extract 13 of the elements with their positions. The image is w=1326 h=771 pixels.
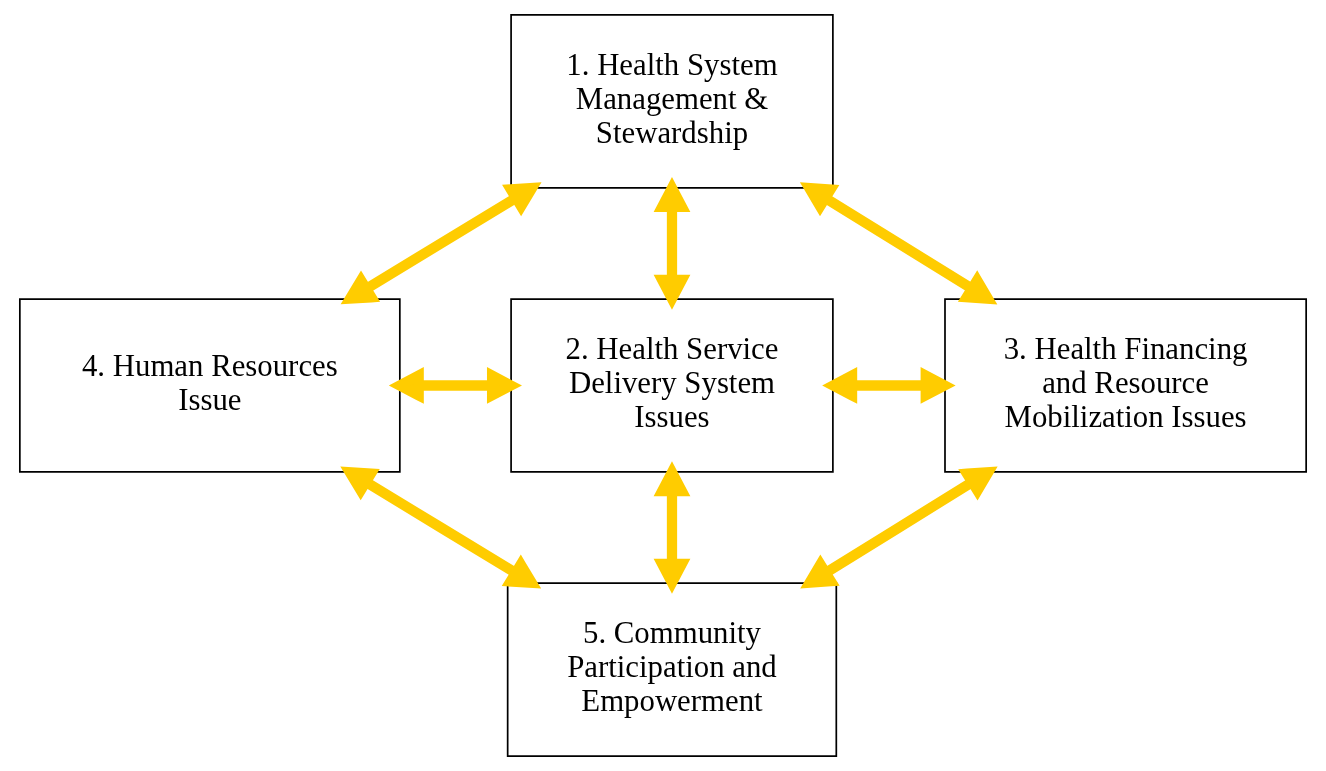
arrow xyxy=(653,177,691,310)
node-box: 3. Health Financing and Resource Mobilization Issues xyxy=(944,298,1307,473)
node-box: 2. Health Service Delivery System Issues xyxy=(510,298,834,473)
arrow xyxy=(799,182,998,305)
arrow xyxy=(340,466,542,589)
node-box: 1. Health System Management & Stewardship xyxy=(510,14,834,189)
arrow xyxy=(800,466,998,589)
arrow xyxy=(653,461,691,594)
node-box: 5. Community Participation and Empowerment xyxy=(506,582,838,757)
arrow xyxy=(340,182,542,305)
arrow xyxy=(822,367,956,404)
node-box: 4. Human Resources Issue xyxy=(19,298,401,473)
arrow xyxy=(388,367,522,404)
